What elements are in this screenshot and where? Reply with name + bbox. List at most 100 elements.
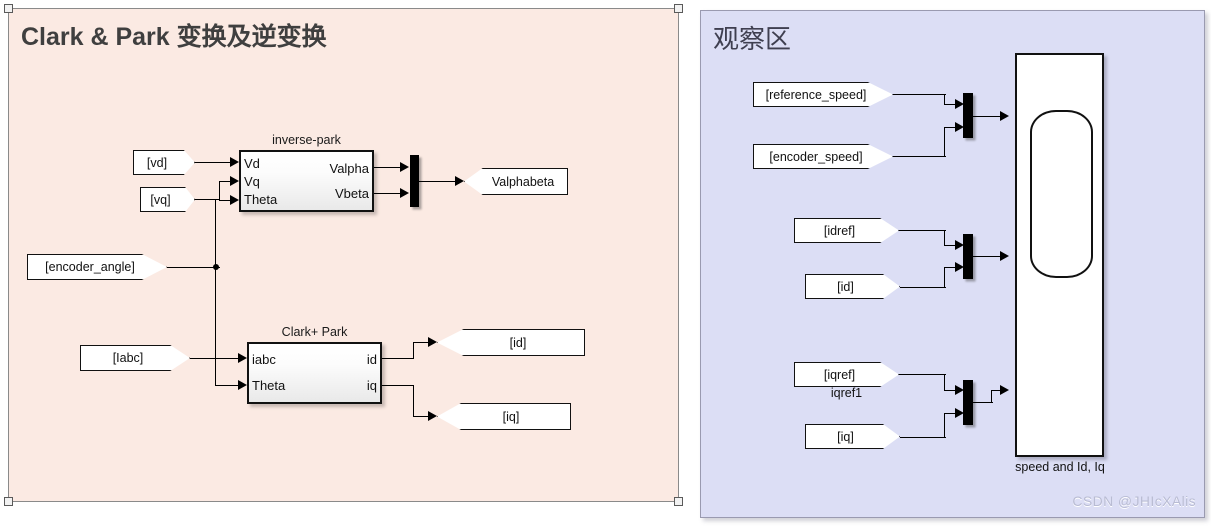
block-clark-park-name: Clark+ Park [281,325,348,339]
arrowhead-valphabeta [455,176,464,186]
wire-mux2-to-scope [973,256,1006,258]
from-block-encoder-angle[interactable]: [encoder_angle] [27,254,167,280]
wire-mux3-h1 [973,402,993,404]
wire-iqref-h2 [944,390,960,392]
block-clark-park[interactable] [247,342,382,404]
wire-iqref-v [944,374,946,391]
mux-valphabeta[interactable] [410,155,419,207]
wire-iq2-h1 [900,437,946,439]
selection-handle-top-left[interactable] [4,4,13,13]
wire-mux3-v [991,390,993,403]
mux-speed[interactable] [963,93,973,138]
wire-encoder-angle-to-clarkpark [215,385,240,387]
wire-id-h2 [413,342,433,344]
wire-refspeed-h2 [944,104,960,106]
wire-theta-ip-h [219,200,232,202]
from-block-vq[interactable]: [vq] [140,187,195,212]
mux-id[interactable] [963,234,973,279]
arrowhead-mux-in1 [400,162,409,172]
scope-block[interactable] [1015,53,1104,457]
arrowhead-iq [428,411,437,421]
wire-vbeta-to-mux [374,193,407,195]
wire-iq2-h2 [944,413,960,415]
wire-iabc-to-clarkpark [190,358,240,360]
wire-mux1-to-scope [973,116,1006,118]
port-clark-park-in-iabc: iabc [252,352,276,367]
wire-mux-to-valphabeta [419,181,461,183]
wire-iq-v [413,385,415,417]
wire-iq-h1 [382,385,414,387]
from-block-reference-speed[interactable]: [reference_speed] [753,82,893,107]
arrowhead-scope-in2 [1000,251,1009,261]
wire-iqref-h1 [899,374,946,376]
watermark: CSDN @JHIcXAlis [1072,493,1196,509]
port-clark-park-out-iq: iq [366,378,377,393]
arrowhead-id [428,337,437,347]
wire-id2-h1 [900,287,946,289]
from-block-iq[interactable]: [iq] [805,424,900,449]
port-inverse-park-out-valpha: Valpha [329,161,369,176]
wire-mux3-h2 [991,390,1006,392]
wire-encspeed-v [944,127,946,157]
arrowhead-mux3-in1 [955,385,964,395]
wire-encoder-angle-down [215,267,217,386]
arrowhead-mux1-in2 [955,122,964,132]
wire-id2-v [944,267,946,288]
selection-handle-bottom-right[interactable] [674,497,683,506]
wire-idref-h2 [944,245,960,247]
wire-id-v [413,342,415,359]
block-inverse-park[interactable] [239,150,374,212]
scope-block-name: speed and Id, Iq [1015,460,1105,474]
wire-refspeed-h1 [893,94,946,96]
wire-id-h1 [382,358,414,360]
selection-handle-bottom-left[interactable] [4,497,13,506]
wire-encoder-angle-up [215,200,217,267]
wire-encspeed-h2 [944,127,960,129]
arrowhead-mux2-in1 [955,240,964,250]
wire-idref-h1 [899,230,946,232]
block-inverse-park-name: inverse-park [272,133,341,147]
port-inverse-park-in-vq: Vq [244,174,260,189]
wire-idref-v [944,230,946,246]
goto-block-id[interactable]: [id] [437,329,585,356]
area-left-title: Clark & Park 变换及逆变换 [21,23,327,51]
port-inverse-park-in-vd: Vd [244,156,260,171]
wire-vq-seg-v [219,181,221,200]
arrowhead-vq [230,176,239,186]
selection-handle-top-right[interactable] [674,4,683,13]
arrowhead-mux-in2 [400,188,409,198]
arrowhead-theta-clark-park [238,380,247,390]
arrowhead-theta-inverse-park [230,195,239,205]
port-inverse-park-in-theta: Theta [244,192,278,207]
from-block-iabc[interactable]: [Iabc] [80,345,190,371]
arrowhead-mux1-in1 [955,99,964,109]
mux-iq[interactable] [963,380,973,425]
wire-vq-seg-h1 [195,199,220,201]
wire-encspeed-h1 [893,156,946,158]
goto-block-valphabeta[interactable]: Valphabeta [464,168,568,195]
wire-vq-seg-h2 [219,181,232,183]
from-block-encoder-speed[interactable]: [encoder_speed] [753,144,893,169]
wire-iq2-v [944,413,946,438]
wire-iq-h2 [413,416,433,418]
wire-vd-to-inverse-park [195,162,232,164]
from-block-vd[interactable]: [vd] [133,150,195,175]
arrowhead-mux3-in2 [955,408,964,418]
area-right-title: 观察区 [713,24,792,54]
arrowhead-scope-in1 [1000,111,1009,121]
goto-block-iq[interactable]: [iq] [437,403,571,430]
from-block-iqref-sublabel: iqref1 [830,386,863,400]
arrowhead-vd [230,157,239,167]
wire-valpha-to-mux [374,167,407,169]
wire-refspeed-v [944,94,946,105]
wire-encoder-angle-h [167,267,220,269]
scope-icon [1030,110,1093,278]
from-block-id[interactable]: [id] [805,274,900,299]
port-inverse-park-out-vbeta: Vbeta [335,186,369,201]
arrowhead-iabc [238,353,247,363]
arrowhead-mux2-in2 [955,262,964,272]
from-block-idref[interactable]: [idref] [794,218,899,243]
from-block-iqref[interactable]: [iqref] [794,362,899,387]
port-clark-park-out-id: id [366,352,377,367]
